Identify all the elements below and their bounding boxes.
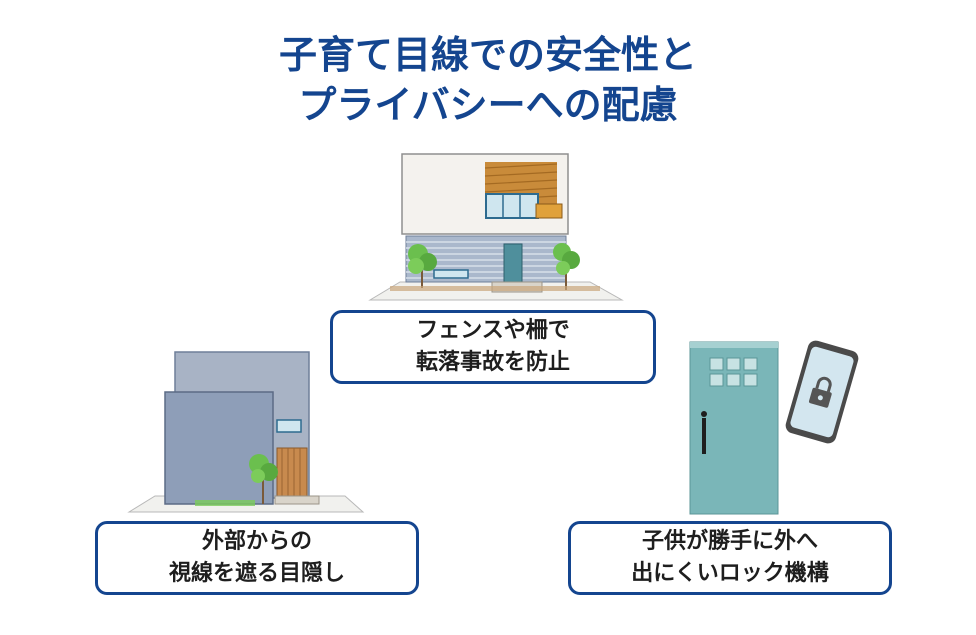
label-privacy-line-2: 視線を遮る目隠し xyxy=(168,561,345,586)
label-privacy-line-1: 外部からの xyxy=(201,529,312,554)
smartphone-icon xyxy=(785,340,859,444)
label-fence-line-1: フェンスや柵で xyxy=(416,318,570,343)
lock-icon xyxy=(809,376,832,408)
house-with-balcony-illustration xyxy=(368,153,624,301)
label-lock-line-2: 出にくいロック機構 xyxy=(631,561,829,586)
title-line-2: プライバシーへの配慮 xyxy=(298,83,678,127)
page-title: 子育て目線での安全性と プライバシーへの配慮 xyxy=(0,30,976,130)
label-child-lock: 子供が勝手に外へ 出にくいロック機構 xyxy=(568,521,892,595)
label-privacy-screen: 外部からの 視線を遮る目隠し xyxy=(95,521,419,595)
house-with-screen-wall-illustration xyxy=(127,351,365,513)
label-lock-line-1: 子供が勝手に外へ xyxy=(641,529,818,554)
label-fence-line-2: 転落事故を防止 xyxy=(415,350,570,375)
door-and-phone-lock-illustration xyxy=(689,340,859,515)
label-fence-safety: フェンスや柵で 転落事故を防止 xyxy=(330,310,656,384)
title-line-1: 子育て目線での安全性と xyxy=(278,33,697,77)
